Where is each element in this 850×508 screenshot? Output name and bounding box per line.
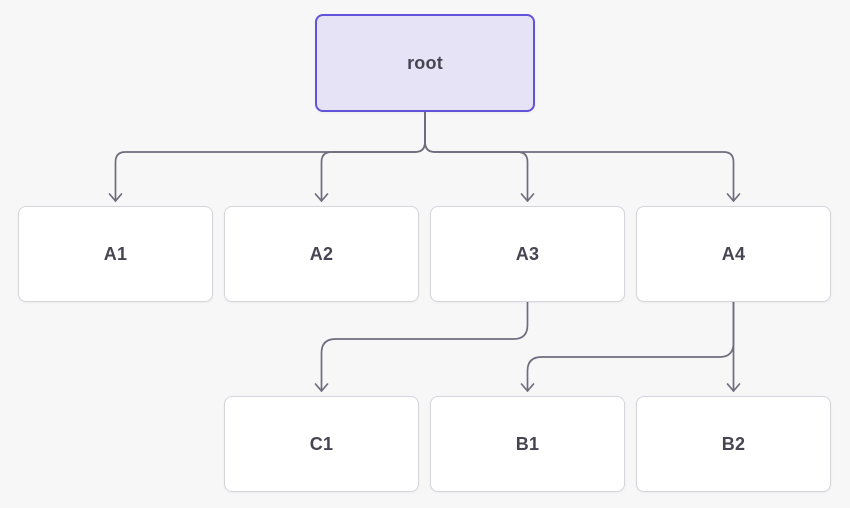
node-a4-label: A4: [721, 243, 746, 264]
arrowhead-A4-B2: [726, 383, 741, 392]
arrowhead-A4-B1: [520, 383, 535, 392]
arrowhead-A3-C1: [314, 383, 329, 392]
edge-root-A2: [320, 111, 426, 202]
node-a3-label: A3: [515, 243, 540, 264]
node-b2-label: B2: [721, 433, 746, 454]
node-b1[interactable]: B1: [430, 396, 625, 492]
arrowhead-root-A1: [108, 193, 123, 202]
node-b1-label: B1: [515, 433, 540, 454]
node-c1[interactable]: C1: [224, 396, 419, 492]
node-c1-label: C1: [309, 433, 334, 454]
node-b2[interactable]: B2: [636, 396, 831, 492]
node-root[interactable]: root: [315, 14, 535, 112]
node-a2[interactable]: A2: [224, 206, 419, 302]
edge-root-A3: [424, 111, 529, 202]
node-a2-label: A2: [309, 243, 334, 264]
arrowhead-root-A3: [520, 193, 535, 202]
node-a4[interactable]: A4: [636, 206, 831, 302]
edge-A3-C1: [320, 301, 529, 392]
edge-A4-B1: [526, 301, 735, 392]
edge-root-A1: [114, 111, 426, 202]
edge-root-A4: [424, 111, 735, 202]
arrowhead-root-A2: [314, 193, 329, 202]
node-a1-label: A1: [103, 243, 128, 264]
node-root-label: root: [407, 52, 443, 73]
node-a3[interactable]: A3: [430, 206, 625, 302]
arrowhead-root-A4: [726, 193, 741, 202]
node-a1[interactable]: A1: [18, 206, 213, 302]
